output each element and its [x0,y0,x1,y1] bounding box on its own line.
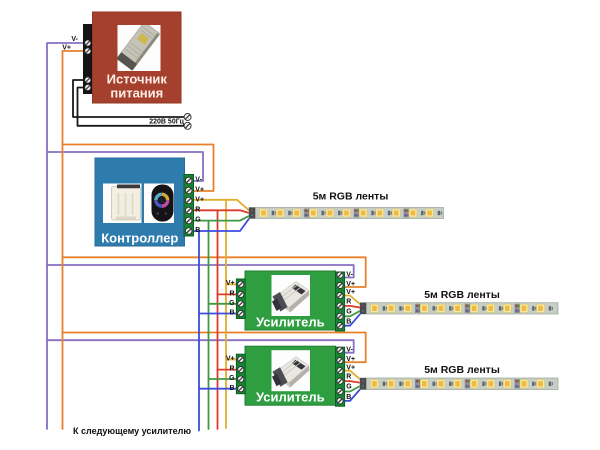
svg-text:V+: V+ [195,187,204,194]
svg-text:V+: V+ [226,280,235,287]
svg-text:V+: V+ [62,45,71,52]
svg-text:R: R [346,299,351,306]
svg-text:V+: V+ [346,289,355,296]
svg-text:Усилитель: Усилитель [256,390,325,405]
svg-text:V+: V+ [195,197,204,204]
svg-text:V-: V- [346,347,353,354]
svg-text:R: R [195,207,200,214]
svg-text:5м RGB ленты: 5м RGB ленты [313,191,389,203]
svg-text:B: B [346,394,351,401]
svg-text:V+: V+ [346,364,355,371]
svg-text:G: G [229,300,235,307]
svg-text:B: B [195,227,200,234]
svg-text:G: G [195,217,201,224]
svg-text:5м RGB ленты: 5м RGB ленты [424,289,500,301]
svg-text:220В 50Гц: 220В 50Гц [149,119,184,126]
svg-text:R: R [346,374,351,381]
svg-text:V-: V- [195,177,202,184]
svg-text:G: G [346,309,352,316]
svg-text:R: R [230,290,235,297]
svg-text:V-: V- [346,272,353,279]
svg-text:V-: V- [71,36,78,43]
svg-text:B: B [230,310,235,317]
svg-text:Усилитель: Усилитель [256,315,325,330]
svg-text:К следующему усилителю: К следующему усилителю [73,426,191,436]
svg-text:5м RGB ленты: 5м RGB ленты [424,364,500,376]
svg-text:V+: V+ [226,355,235,362]
svg-text:V+: V+ [346,281,355,288]
svg-text:R: R [230,366,235,373]
svg-text:питания: питания [110,86,163,101]
svg-text:Контроллер: Контроллер [101,231,178,246]
svg-text:G: G [229,375,235,382]
svg-text:B: B [346,319,351,326]
svg-text:G: G [346,384,352,391]
svg-text:B: B [230,385,235,392]
svg-text:Источник: Источник [107,72,168,87]
svg-text:V+: V+ [346,356,355,363]
